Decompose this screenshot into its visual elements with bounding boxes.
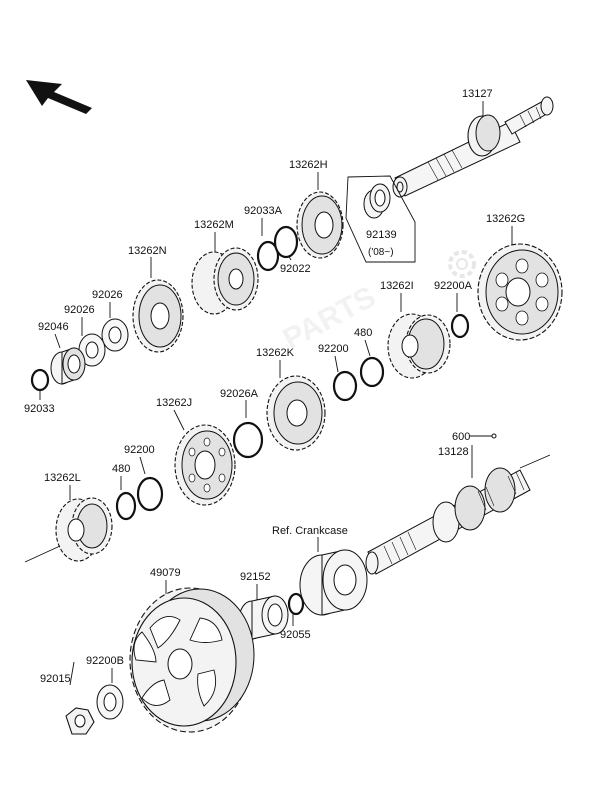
part-92026A-washer: [232, 421, 264, 459]
part-13262I-gear: [387, 313, 451, 379]
label-480-b: 480: [112, 463, 130, 475]
part-49079-sprocket: [129, 587, 255, 733]
label-92200-b: 92200: [124, 444, 155, 456]
label-13127: 13127: [462, 88, 493, 100]
label-13262G: 13262G: [486, 213, 525, 225]
label-600: 600: [452, 431, 470, 443]
label-92026-b: 92026: [64, 304, 95, 316]
label-92139-note: ('08~): [368, 247, 394, 258]
part-92022-washer: [273, 225, 299, 259]
part-480-circlip-2: [115, 491, 137, 521]
label-13262I: 13262I: [380, 280, 414, 292]
label-ref-crankcase: Ref. Crankcase: [272, 525, 348, 537]
label-13128: 13128: [438, 446, 469, 458]
part-92200A-washer: [450, 313, 470, 339]
part-13127-shaft: [392, 96, 554, 198]
label-92022: 92022: [280, 263, 311, 275]
label-13262K: 13262K: [256, 347, 295, 359]
part-92200-washer: [332, 370, 358, 402]
part-92200-washer-2: [136, 476, 164, 512]
label-13262M: 13262M: [194, 219, 234, 231]
part-13262M-gear: [191, 247, 259, 315]
marker-dot: [491, 433, 497, 439]
label-13262H: 13262H: [289, 159, 328, 171]
label-92033A: 92033A: [244, 205, 283, 217]
part-13262L-gear: [55, 497, 113, 562]
arrow-up-left-icon: [26, 80, 92, 114]
part-13262K-gear: [266, 375, 326, 451]
part-92015-nut: [65, 707, 95, 735]
part-92033A-circlip: [256, 240, 280, 272]
label-13262J: 13262J: [156, 397, 192, 409]
label-92033: 92033: [24, 403, 55, 415]
part-13262G-gear: [477, 243, 563, 341]
part-92139-inset: [345, 175, 416, 263]
part-13262J-gear: [174, 424, 236, 506]
label-49079: 49079: [150, 567, 181, 579]
label-480-a: 480: [354, 327, 372, 339]
gear-icon: [448, 250, 476, 278]
part-92033-circlip: [30, 368, 50, 392]
washer-hole-3: [103, 692, 117, 712]
label-92026-a: 92026: [92, 289, 123, 301]
label-92200B: 92200B: [86, 655, 124, 667]
label-92046: 92046: [38, 321, 69, 333]
part-crankcase-bearing: [299, 549, 368, 616]
label-92200-a: 92200: [318, 343, 349, 355]
part-480-circlip: [359, 356, 385, 388]
label-92152: 92152: [240, 571, 271, 583]
label-92026A: 92026A: [220, 388, 259, 400]
part-13128-shaft: [365, 467, 531, 575]
axis-lines: [24, 454, 551, 563]
part-13262N-gear: [132, 279, 184, 353]
washer-hole: [108, 326, 122, 344]
part-92152-collar: [238, 595, 289, 640]
washer-hole-2: [85, 341, 99, 359]
part-13262H-gear: [296, 191, 344, 259]
label-13262L: 13262L: [44, 472, 81, 484]
part-92046-needle-bearing: [50, 347, 86, 385]
label-92139: 92139: [366, 229, 397, 241]
part-92055-o-ring: [287, 592, 305, 616]
label-92015: 92015: [40, 673, 71, 685]
label-92200A: 92200A: [434, 280, 473, 292]
label-13262N: 13262N: [128, 245, 167, 257]
label-92055: 92055: [280, 629, 311, 641]
